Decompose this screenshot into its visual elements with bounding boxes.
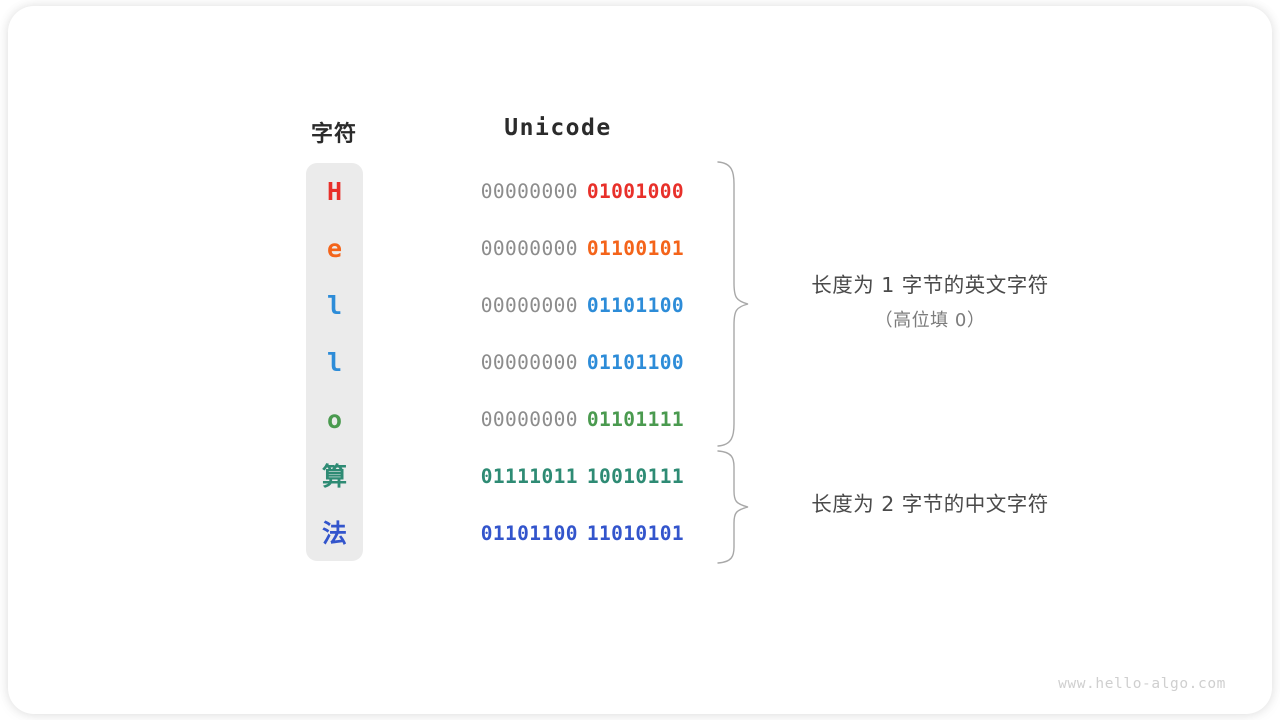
high-byte: 00000000: [480, 408, 578, 431]
low-byte: 01001000: [586, 180, 684, 203]
high-byte: 00000000: [480, 294, 578, 317]
annotation-line-primary: 长度为 2 字节的中文字符: [811, 492, 1049, 516]
high-byte: 01101100: [480, 522, 578, 545]
unicode-binary-row: 01111011 10010111: [432, 448, 684, 505]
unicode-binary-row: 00000000 01100101: [432, 220, 684, 277]
high-byte: 00000000: [480, 237, 578, 260]
character-cell: e: [326, 234, 343, 263]
character-cell: 算: [321, 462, 347, 491]
annotation-single-byte: 长度为 1 字节的英文字符 （高位填 0）: [716, 268, 1144, 332]
annotation-line-primary: 长度为 1 字节的英文字符: [811, 273, 1049, 297]
low-byte: 01100101: [586, 237, 684, 260]
unicode-binary-row: 00000000 01001000: [432, 163, 684, 220]
low-byte: 11010101: [586, 522, 684, 545]
high-byte: 01111011: [480, 465, 578, 488]
high-byte: 00000000: [480, 351, 578, 374]
low-byte: 01101100: [586, 294, 684, 317]
character-column-background: [306, 163, 363, 561]
character-cell: 法: [321, 519, 347, 548]
column-header-unicode: Unicode: [504, 115, 612, 141]
brace-single-byte-icon: [717, 161, 749, 447]
unicode-binary-row: 01101100 11010101: [432, 505, 684, 562]
brace-double-byte-icon: [717, 450, 749, 564]
character-cell: o: [326, 405, 343, 434]
character-cell: l: [326, 348, 343, 377]
high-byte: 00000000: [480, 180, 578, 203]
annotation-double-byte: 长度为 2 字节的中文字符: [716, 487, 1144, 517]
low-byte: 01101111: [586, 408, 684, 431]
column-header-character: 字符: [310, 122, 357, 147]
low-byte: 10010111: [586, 465, 684, 488]
character-cell: H: [326, 177, 343, 206]
unicode-binary-row: 00000000 01101100: [432, 334, 684, 391]
unicode-binary-row: 00000000 01101111: [432, 391, 684, 448]
figure-card: [8, 6, 1272, 714]
unicode-binary-row: 00000000 01101100: [432, 277, 684, 334]
watermark: www.hello-algo.com: [1058, 676, 1226, 692]
character-cell: l: [326, 291, 343, 320]
low-byte: 01101100: [586, 351, 684, 374]
annotation-line-secondary: （高位填 0）: [874, 310, 986, 331]
